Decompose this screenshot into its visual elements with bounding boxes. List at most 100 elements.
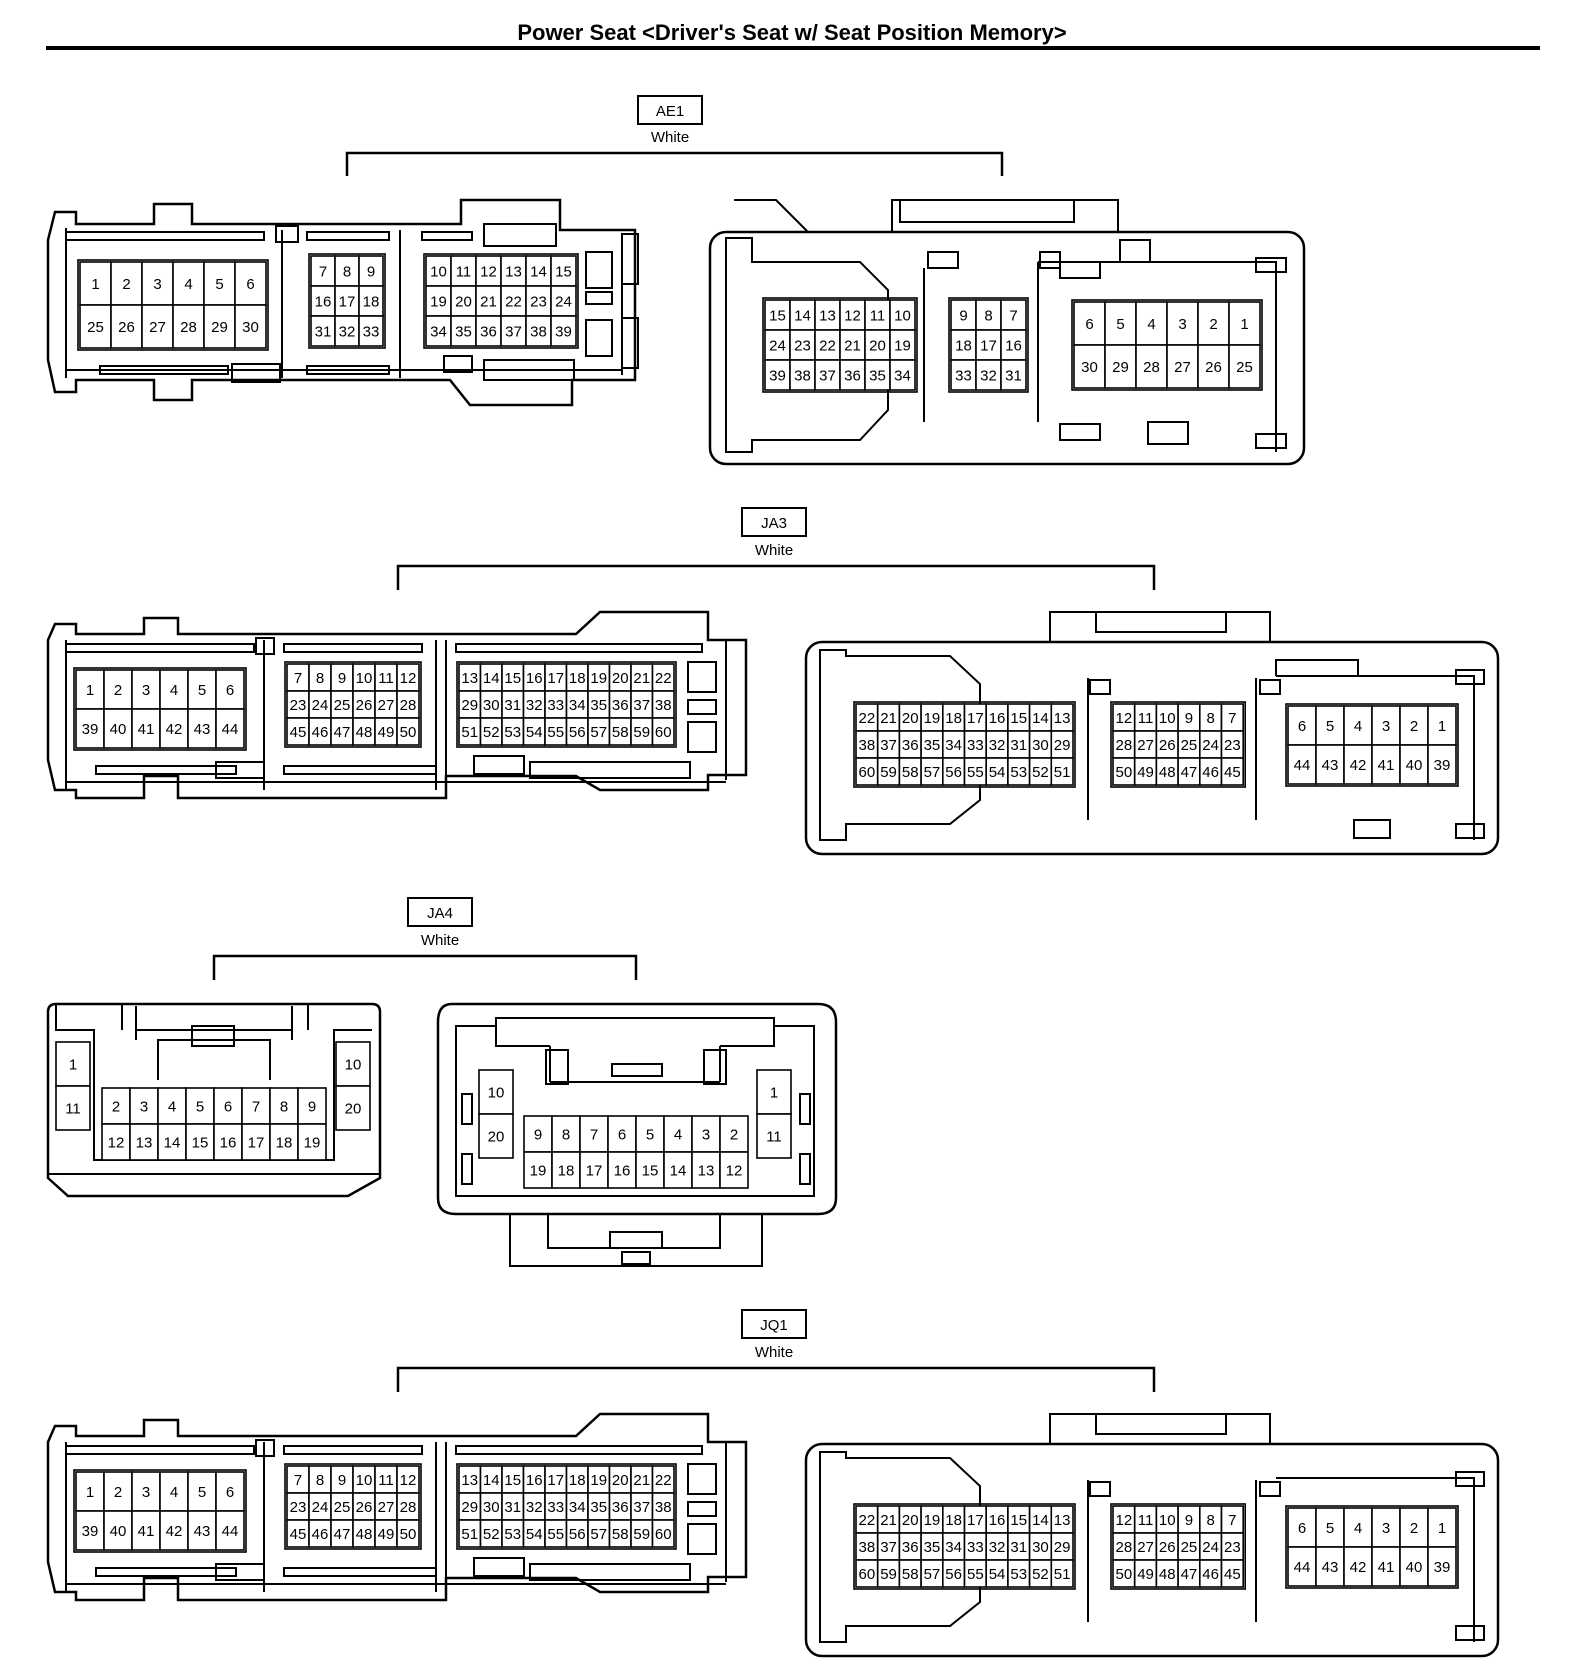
pin-number: 24: [1202, 737, 1219, 754]
pin-number: 13: [461, 1472, 478, 1489]
pin-cavity: [129, 1123, 159, 1161]
pin-number: 10: [1159, 710, 1176, 727]
pin-number: 15: [1010, 1512, 1027, 1529]
pin-number: 7: [319, 264, 327, 281]
pin-number: 31: [504, 697, 521, 714]
pin-cavity: [131, 1471, 161, 1512]
pin-cavity: [1315, 744, 1345, 785]
connector-housing-left: [46, 1412, 748, 1602]
pin-cavity: [358, 255, 384, 287]
pin-number: 48: [356, 724, 373, 741]
pin-number: 26: [1159, 737, 1176, 754]
pin-number: 29: [461, 697, 478, 714]
pin-number: 41: [1378, 1559, 1395, 1576]
pin-number: 26: [356, 697, 373, 714]
pin-number: 4: [170, 1484, 178, 1501]
pin-number: 35: [924, 737, 941, 754]
pin-cavity: [756, 1069, 792, 1115]
pin-number: 17: [547, 1472, 564, 1489]
pin-number: 3: [142, 682, 150, 699]
pin-number: 1: [86, 1484, 94, 1501]
pin-number: 6: [1085, 316, 1093, 333]
pin-cavity: [215, 708, 245, 749]
pin-number: 5: [1326, 718, 1334, 735]
pin-number: 28: [1116, 1539, 1133, 1556]
pin-cavity: [550, 285, 577, 317]
pin-number: 3: [142, 1484, 150, 1501]
pin-cavity: [334, 285, 360, 317]
pin-cavity: [478, 1069, 514, 1115]
pin-cavity: [450, 255, 477, 287]
pin-cavity: [651, 717, 675, 746]
pin-number: 4: [1354, 1520, 1362, 1537]
pin-cavity: [159, 1471, 189, 1512]
connector-housing-left: [46, 1002, 382, 1198]
pin-number: 47: [334, 1526, 351, 1543]
connector-color: White: [421, 932, 459, 949]
pin-number: 53: [504, 1526, 521, 1543]
pin-number: 13: [1054, 710, 1071, 727]
connector-housing-right: [804, 1413, 1500, 1658]
pin-cavity: [1427, 1507, 1457, 1548]
pin-number: 15: [642, 1163, 659, 1180]
pin-number: 38: [794, 368, 811, 385]
pin-number: 15: [1010, 710, 1027, 727]
pin-cavity: [1073, 344, 1106, 389]
pin-number: 21: [880, 710, 897, 727]
pin-number: 26: [1159, 1539, 1176, 1556]
pin-grid-frame: [762, 297, 918, 393]
pin-cavity: [889, 359, 916, 391]
connector-label: JA4: [427, 905, 453, 922]
connector-housing-left: [46, 610, 748, 800]
connector-label: JQ1: [760, 1317, 788, 1334]
pin-number: 9: [959, 308, 967, 325]
pin-cavity: [55, 1085, 91, 1131]
pin-cavity: [663, 1151, 693, 1189]
pin-number: 24: [769, 338, 786, 355]
pin-grid-frame: [73, 667, 247, 751]
pin-number: 55: [547, 724, 564, 741]
pin-cavity: [764, 359, 791, 391]
pin-number: 37: [505, 324, 522, 341]
pin-number: 21: [633, 1472, 650, 1489]
pin-cavity: [241, 1123, 271, 1161]
connector-label-box: [741, 507, 807, 537]
pin-number: 13: [819, 308, 836, 325]
pin-number: 21: [844, 338, 861, 355]
pin-number: 25: [1236, 359, 1253, 376]
pin-number: 1: [770, 1085, 778, 1102]
pin-number: 36: [844, 368, 861, 385]
pin-number: 33: [547, 1499, 564, 1516]
pin-number: 46: [312, 1526, 329, 1543]
pin-cavity: [607, 1151, 637, 1189]
pin-number: 1: [1438, 1520, 1446, 1537]
pin-number: 17: [586, 1163, 603, 1180]
pin-cavity: [215, 1510, 245, 1551]
connector-housing-left: [46, 198, 639, 407]
pin-grid-frame: [77, 259, 269, 351]
connector-label-box: [741, 1309, 807, 1339]
pin-number: 14: [483, 1472, 500, 1489]
pin-grid-frame: [308, 253, 386, 349]
pin-number: 7: [1009, 308, 1017, 325]
pin-cavity: [839, 359, 866, 391]
pin-number: 11: [766, 1129, 782, 1146]
pin-number: 60: [859, 764, 876, 781]
pin-number: 24: [312, 1499, 329, 1516]
pin-number: 16: [526, 670, 543, 687]
pin-grid-frame: [284, 661, 422, 748]
pin-grid-frame: [1285, 703, 1459, 787]
pin-cavity: [1343, 1507, 1373, 1548]
pin-number: 36: [902, 1539, 919, 1556]
pin-number: 22: [655, 1472, 672, 1489]
pin-cavity: [334, 255, 360, 287]
pin-number: 56: [945, 764, 962, 781]
